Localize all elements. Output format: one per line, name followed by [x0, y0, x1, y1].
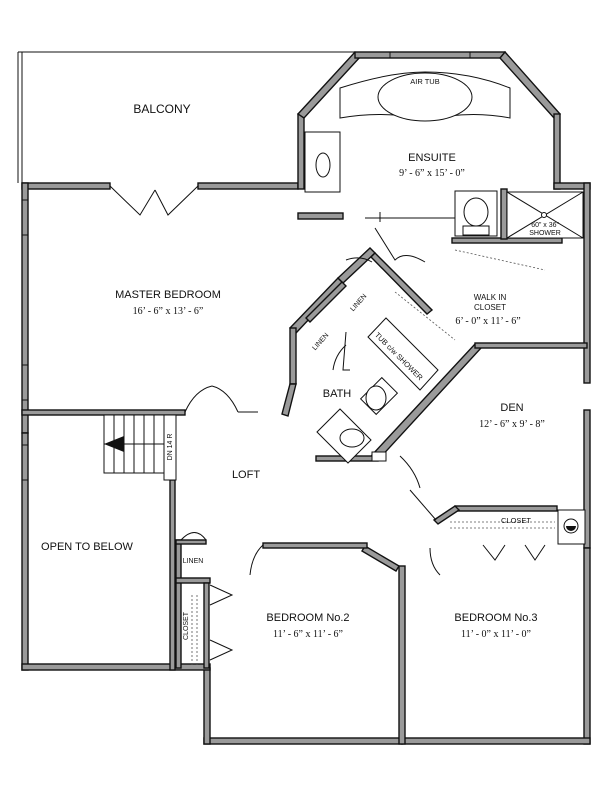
- ensuite-fixtures: [304, 71, 584, 239]
- shower-size-label: 60” x 36”: [531, 222, 559, 229]
- stair-label: DN 14 R: [167, 434, 174, 461]
- bedroom-3-label: BEDROOM No.3: [454, 612, 537, 624]
- bath-label: BATH: [323, 388, 352, 400]
- windows: [22, 52, 590, 481]
- doors: [109, 185, 546, 661]
- linen-label-bath: LINEN: [311, 332, 330, 352]
- bedroom-2-label: BEDROOM No.2: [266, 612, 349, 624]
- exterior-walls: [21, 50, 591, 745]
- den-label: DEN: [500, 402, 523, 414]
- master-bedroom-dim: 16’ - 6” x 13’ - 6”: [133, 306, 204, 317]
- bedroom-2-dim: 11’ - 6” x 11’ - 6”: [273, 629, 343, 640]
- linen-label-upper: LINEN: [349, 293, 368, 313]
- balcony-label: BALCONY: [133, 102, 190, 116]
- linen-label-loft: LINEN: [183, 558, 204, 565]
- air-tub-label: AIR TUB: [410, 77, 439, 86]
- den-closet-fixture: [557, 509, 586, 545]
- closet-label-bed2: CLOSET: [183, 611, 190, 640]
- den-dim: 12’ - 6” x 9’ - 8”: [479, 419, 545, 430]
- closet-label-bed3: CLOSET: [501, 516, 531, 525]
- bath-fixtures: [316, 317, 439, 464]
- balcony-outline: [17, 51, 355, 183]
- bedroom-3-dim: 11’ - 0” x 11’ - 0”: [461, 629, 531, 640]
- master-bedroom-label: MASTER BEDROOM: [115, 289, 221, 301]
- staircase: [103, 414, 177, 481]
- ensuite-label: ENSUITE: [408, 152, 456, 164]
- loft-label: LOFT: [232, 469, 260, 481]
- open-to-below-label: OPEN TO BELOW: [41, 541, 134, 553]
- closet-dashes: [191, 249, 555, 665]
- ensuite-dim: 9’ - 6” x 15’ - 0”: [399, 168, 465, 179]
- walk-in-closet-dim: 6’ - 0” x 11’ - 6”: [455, 316, 520, 327]
- walk-in-closet-label-2: CLOSET: [474, 303, 506, 312]
- walk-in-closet-label: WALK IN: [474, 293, 507, 302]
- shower-label: SHOWER: [529, 230, 561, 237]
- interior-walls: [21, 188, 588, 745]
